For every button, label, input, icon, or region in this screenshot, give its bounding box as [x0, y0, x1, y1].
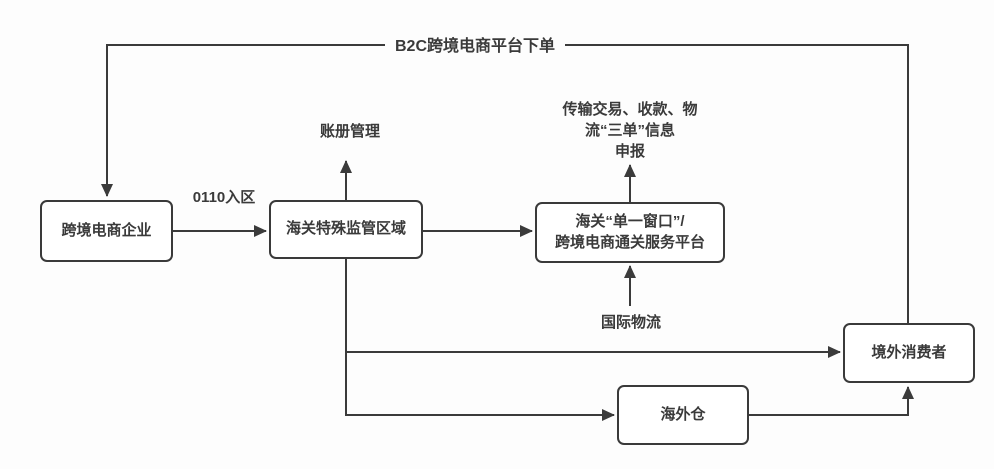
edge-label-account-management: 账册管理 — [319, 123, 380, 140]
three-orders-line3: 申报 — [614, 143, 645, 160]
edge-label-b2c-order: B2C跨境电商平台下单 — [385, 36, 565, 59]
node-customs-single-window: 海关“单一窗口”/ 跨境电商通关服务平台 — [535, 202, 725, 263]
node-label: 境外消费者 — [871, 343, 947, 361]
edge-warehouse-to-consumer — [749, 386, 914, 416]
node-label-line1: 海关“单一窗口”/ — [575, 213, 685, 231]
node-overseas-warehouse: 海外仓 — [617, 385, 749, 445]
edge-label-international-logistics: 国际物流 — [600, 314, 661, 331]
node-label: 跨境电商企业 — [61, 221, 152, 239]
node-cross-border-enterprise: 跨境电商企业 — [40, 200, 173, 262]
three-orders-line1: 传输交易、收款、物 — [562, 101, 698, 118]
three-orders-line2: 流“三单”信息 — [584, 122, 675, 139]
node-label: 海关特殊监管区域 — [285, 220, 406, 238]
edge-label-0110-entry: 0110入区 — [192, 189, 256, 206]
edge-b2c-order-line — [101, 44, 909, 323]
edge-customs-to-warehouse — [345, 258, 615, 421]
node-label-line2: 跨境电商通关服务平台 — [554, 233, 705, 251]
node-overseas-consumer: 境外消费者 — [843, 323, 975, 383]
edge-label-three-orders-declaration: 传输交易、收款、物 流“三单”信息 申报 — [535, 99, 725, 162]
node-customs-supervision-zone: 海关特殊监管区域 — [269, 200, 423, 259]
node-label: 海外仓 — [660, 405, 706, 423]
